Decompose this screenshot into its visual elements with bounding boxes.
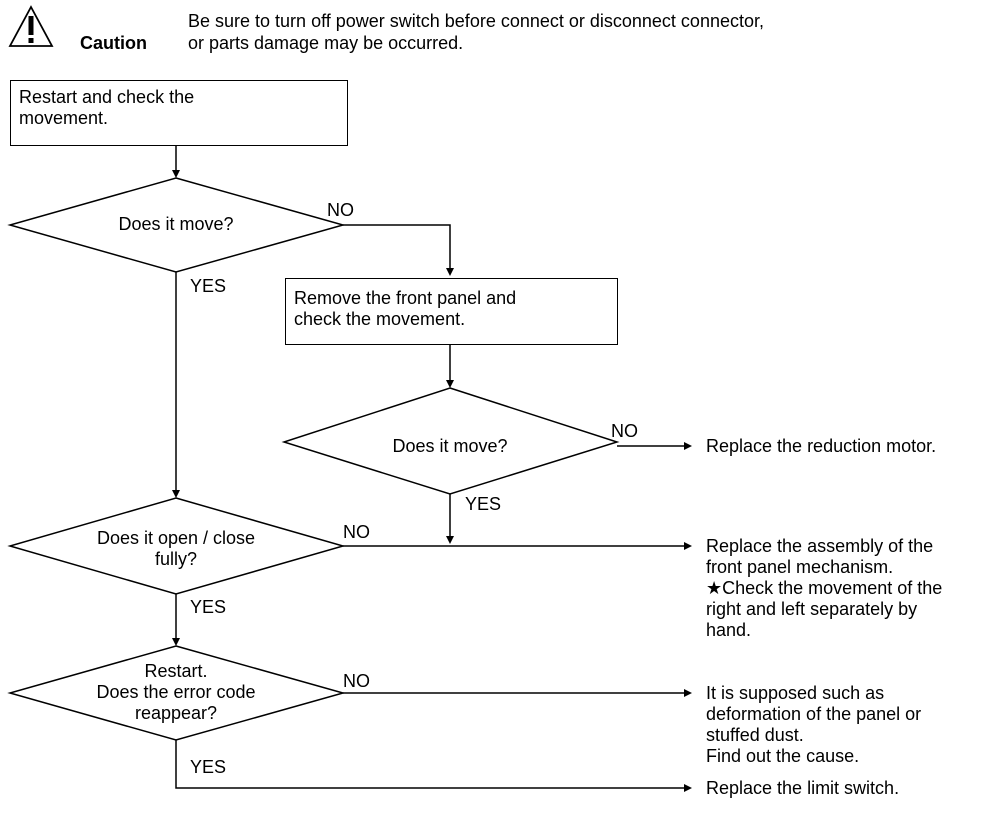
yes-label-1: YES <box>190 276 227 296</box>
front-panel-check-box: Remove the front panel and check the mov… <box>285 278 618 345</box>
no-label-3: NO <box>343 522 370 542</box>
decision2-text: Does it move? <box>392 436 508 456</box>
outcome-hand-check-note: ★Check the movement of the right and lef… <box>706 578 943 640</box>
warning-triangle-icon <box>8 5 54 47</box>
decision1-text: Does it move? <box>118 214 234 234</box>
decision3-text: Does it open / close fully? <box>96 528 256 569</box>
yes-label-4: YES <box>190 757 227 777</box>
caution-message-line2: or parts damage may be occurred. <box>188 33 464 53</box>
outcome-deformation: It is supposed such as deformation of th… <box>706 683 922 766</box>
no-label-1: NO <box>327 200 354 220</box>
restart-check-box: Restart and check the movement. <box>10 80 348 146</box>
caution-label: Caution <box>80 33 147 53</box>
decision4-text: Restart. Does the error code reappear? <box>96 661 256 723</box>
yes-label-3: YES <box>190 597 227 617</box>
caution-message-line1: Be sure to turn off power switch before … <box>188 11 764 31</box>
no-label-4: NO <box>343 671 370 691</box>
outcome-front-panel-assembly: Replace the assembly of the front panel … <box>706 536 934 577</box>
no-label-2: NO <box>611 421 638 441</box>
outcome-limit-switch: Replace the limit switch. <box>706 778 900 798</box>
outcome-reduction-motor: Replace the reduction motor. <box>706 436 937 456</box>
yes-label-2: YES <box>465 494 502 514</box>
